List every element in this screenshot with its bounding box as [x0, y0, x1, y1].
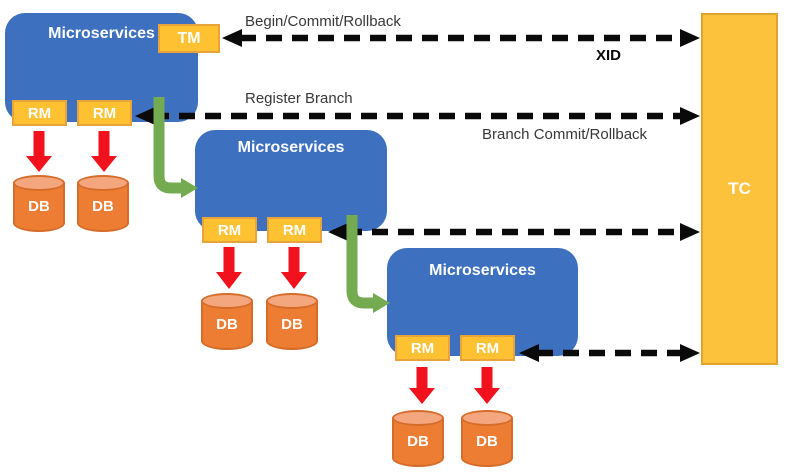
db-cylinder-top: [201, 293, 253, 309]
rm-badge-3-1: RM: [395, 335, 450, 361]
db-label: DB: [407, 433, 429, 450]
arrow-head-left: [222, 29, 242, 47]
db-cylinder-top: [13, 175, 65, 191]
dashed-arrow-rm1-tc: [135, 107, 700, 125]
db-cylinder-body: [461, 418, 513, 467]
arrow-head-right: [680, 344, 700, 362]
arrow-head: [216, 272, 242, 289]
arrow-head: [91, 156, 117, 172]
label-xid: XID: [596, 47, 622, 64]
rm-badge-1-1: RM: [12, 100, 67, 126]
dashed-arrow-tm-tc: [222, 29, 700, 47]
tc-label: TC: [728, 179, 751, 198]
red-arrow-rm-db-2-1: [216, 247, 242, 289]
db-cylinder-top: [266, 293, 318, 309]
arrow-shaft: [98, 131, 110, 158]
db-cylinder-body: [77, 183, 129, 232]
db-label: DB: [281, 316, 303, 333]
arrow-shaft: [416, 367, 428, 390]
db-cylinder-body: [266, 301, 318, 350]
db-label: DB: [476, 433, 498, 450]
red-arrow-rm-db-2-2: [281, 247, 307, 289]
db-cylinder-top: [392, 410, 444, 426]
rm-badge-3-2: RM: [460, 335, 515, 361]
arrow-head: [409, 388, 435, 404]
tm-badge: TM: [158, 24, 220, 53]
microservices-box-2: Microservices: [195, 130, 387, 231]
arrow-head: [26, 156, 52, 172]
rm-badge-2-1: RM: [202, 217, 257, 243]
db-label: DB: [28, 198, 50, 215]
rm-badge-2-2: RM: [267, 217, 322, 243]
db-label: DB: [216, 316, 238, 333]
db-cylinder-3-1: DB: [392, 410, 444, 468]
db-cylinder-3-2: DB: [461, 410, 513, 468]
microservices-title-1: Microservices: [48, 25, 155, 42]
arrow-head-right: [680, 223, 700, 241]
arrow-shaft: [33, 131, 45, 158]
arrow-shaft: [223, 247, 235, 274]
microservices-title-3: Microservices: [429, 262, 536, 279]
red-arrow-rm-db-3-2: [474, 367, 500, 404]
db-cylinder-1-1: DB: [13, 175, 65, 233]
red-arrow-rm-db-3-1: [409, 367, 435, 404]
label-register-branch: Register Branch: [245, 90, 353, 107]
db-cylinder-body: [392, 418, 444, 467]
arrow-head: [281, 272, 307, 289]
arrow-shaft: [481, 367, 493, 390]
label-begin-commit-rollback: Begin/Commit/Rollback: [245, 13, 401, 30]
tc-box: TC: [701, 13, 778, 365]
db-cylinder-top: [461, 410, 513, 426]
arrow-head: [474, 388, 500, 404]
red-arrow-rm-db-1-1: [26, 131, 52, 172]
db-cylinder-2-1: DB: [201, 293, 253, 351]
label-branch-commit-rollback: Branch Commit/Rollback: [482, 126, 648, 143]
db-label: DB: [92, 198, 114, 215]
rm-badge-1-2: RM: [77, 100, 132, 126]
arrow-head-right: [680, 107, 700, 125]
db-cylinder-1-2: DB: [77, 175, 129, 233]
arrow-shaft: [288, 247, 300, 274]
db-cylinder-top: [77, 175, 129, 191]
db-cylinder-2-2: DB: [266, 293, 318, 351]
microservices-title-2: Microservices: [237, 139, 345, 156]
dashed-arrow-rm2-tc: [328, 223, 700, 241]
db-cylinder-body: [13, 183, 65, 232]
red-arrow-rm-db-1-2: [91, 131, 117, 172]
arrow-head-right: [680, 29, 700, 47]
